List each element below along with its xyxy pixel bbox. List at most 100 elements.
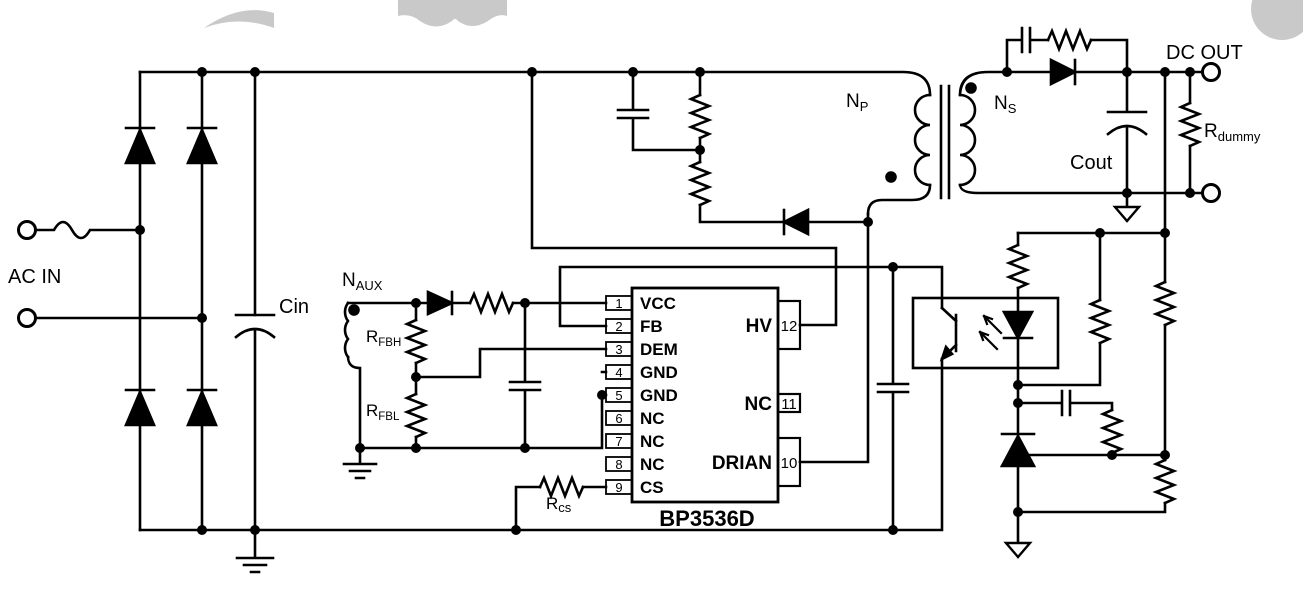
pin-num-11: 11 [781, 396, 797, 413]
output-diode [1049, 57, 1078, 87]
pin-label-nc-7: NC [640, 432, 665, 451]
ic-bp3536d [605, 286, 802, 504]
fuse-symbol [34, 220, 142, 240]
ic-right-pin-names: HV NC DRIAN [712, 316, 772, 474]
pin-num-4: 4 [615, 365, 622, 380]
compensation-resistor [1101, 408, 1123, 455]
pin-box-hv [776, 299, 802, 351]
vcc-series-resistor [468, 292, 515, 314]
n-aux-label: NAUX [342, 270, 383, 293]
rcs-label: Rcs [546, 494, 572, 515]
r-fbh-label: RFBH [366, 327, 401, 349]
r-dummy-label: Rdummy [1204, 121, 1261, 144]
feedback-network [911, 70, 1176, 559]
cout-label: Cout [1070, 152, 1113, 174]
pin-label-gnd-4: GND [640, 363, 678, 382]
pin-box-nc [776, 392, 802, 414]
opto-series-resistor [1007, 243, 1029, 290]
bridge-diode-top-right [186, 126, 218, 165]
pin-num-5: 5 [615, 388, 622, 403]
fb-filter-capacitor [876, 265, 910, 532]
watermark-shape-2 [398, 0, 507, 27]
pin-label-dem: DEM [640, 340, 678, 359]
input-capacitor-cin [234, 70, 276, 574]
pin-label-drian: DRIAN [712, 453, 772, 474]
rcs-resistor [514, 476, 608, 532]
pin-label-nc-11: NC [745, 394, 773, 415]
ac-terminal-1 [17, 220, 37, 240]
bridge-diode-bottom-right [186, 388, 218, 427]
dem-route [414, 347, 608, 379]
pin-num-9: 9 [615, 480, 622, 495]
arrow-ground-tl431 [1003, 510, 1033, 559]
clamp-capacitor [616, 70, 702, 152]
ic-wiring [414, 70, 944, 532]
watermarks [204, 0, 1303, 40]
opto-led [1001, 310, 1035, 341]
dc-bus-rails [138, 70, 944, 532]
pin-label-nc-8: NC [640, 455, 665, 474]
r-fbh-resistor [405, 301, 427, 379]
r-fbl-resistor [405, 375, 427, 450]
ic-right-pin-boxes [776, 299, 802, 488]
earth-ground-aux [342, 446, 378, 480]
opto-phototransistor [939, 306, 958, 362]
dc-out-terminal-negative [1201, 183, 1221, 203]
r-fbl-label: RFBL [366, 401, 400, 423]
watermark-shape-3 [1251, 0, 1303, 40]
ic-right-pin-numbers: 12 11 10 [781, 318, 798, 472]
watermark-shape-1 [204, 10, 274, 28]
divider-top-resistor [1154, 231, 1176, 457]
ac-terminal-2 [17, 308, 37, 328]
aux-supply [342, 289, 608, 480]
pin-num-12: 12 [781, 318, 798, 335]
pin-label-hv: HV [746, 316, 773, 337]
cin-label: Cin [279, 296, 309, 318]
bottom-rail [138, 357, 944, 532]
secondary-bottom-lead [958, 183, 1204, 195]
secondary-snubber [1005, 26, 1129, 74]
led-parallel-resistor [1016, 231, 1111, 387]
pin-label-gnd-5: GND [640, 386, 678, 405]
earth-ground-main [235, 528, 275, 574]
primary-phase-dot [885, 171, 897, 183]
r-dummy-resistor [1179, 70, 1201, 195]
pin-num-6: 6 [615, 411, 622, 426]
junction-dots [135, 67, 1195, 535]
pin-box-drian [776, 436, 802, 488]
pin-num-7: 7 [615, 434, 622, 449]
clamp-diode [781, 207, 810, 237]
n-p-label: NP [846, 91, 868, 114]
fb-route [558, 265, 944, 328]
ac-in-label: AC IN [8, 266, 61, 288]
emitter-arrow [939, 344, 955, 362]
ic-left-pin-boxes [605, 295, 633, 495]
top-rail [138, 70, 932, 97]
pin-num-1: 1 [615, 296, 622, 311]
dc-out-label: DC OUT [1166, 42, 1243, 64]
secondary-winding [958, 93, 977, 187]
optocoupler-box [911, 296, 1060, 370]
clamp-resistor-2 [689, 160, 786, 224]
ic-left-pin-names: VCC FB DEM GND GND NC NC NC CS [640, 294, 678, 497]
output-stage [1005, 26, 1221, 223]
aux-winding [343, 301, 350, 359]
vcc-capacitor [508, 301, 542, 450]
primary-winding [913, 93, 932, 187]
aux-ground-rail [358, 393, 604, 450]
opto-light-arrows [978, 314, 1003, 351]
shunt-regulator-tl431 [999, 432, 1167, 514]
aux-winding-bottom-lead [346, 355, 362, 450]
pin-label-vcc: VCC [640, 294, 676, 313]
drian-route [798, 212, 870, 464]
dc-out-terminal-positive [1201, 62, 1221, 82]
transformer [348, 70, 1204, 316]
pin-label-fb: FB [640, 317, 663, 336]
clamp-snubber [616, 70, 870, 237]
primary-bottom-lead [866, 183, 932, 216]
secondary-top-lead [958, 70, 1053, 97]
n-aux-sub: AUX [356, 278, 383, 293]
hv-route [530, 70, 838, 327]
pin-num-2: 2 [615, 319, 622, 334]
